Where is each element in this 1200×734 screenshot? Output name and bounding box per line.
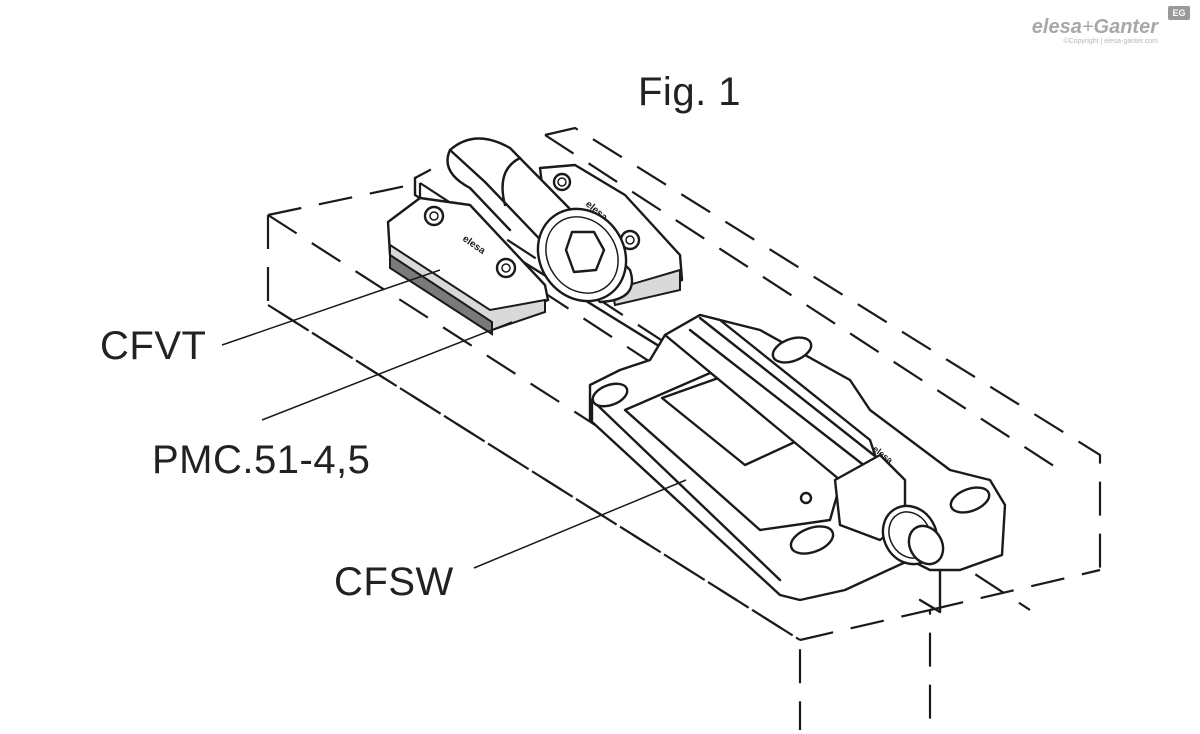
cfsw-hinge: elesa: [588, 313, 1007, 602]
callout-label-cfvt: CFVT: [100, 324, 207, 368]
leader-lines: [221, 269, 687, 569]
leader-pmc: [261, 321, 513, 421]
logo-plus: +: [1081, 16, 1094, 38]
logo-brand: elesa: [1031, 16, 1082, 38]
brand-logo: elesa+Ganter EG ©Copyright | elesa-gante…: [1015, 6, 1190, 46]
cfvt-hinge: elesa elesa: [386, 137, 684, 336]
logo-badge: EG: [1168, 6, 1190, 20]
logo-wordmark: elesa+Ganter: [1032, 16, 1158, 39]
logo-partner: Ganter: [1093, 16, 1158, 38]
figure-title: Fig. 1: [638, 70, 742, 114]
callout-label-cfsw: CFSW: [334, 560, 454, 604]
logo-copyright: ©Copyright | elesa-ganter.com: [1063, 38, 1158, 45]
leader-cfvt: [221, 269, 441, 346]
callout-label-pmc: PMC.51-4,5: [152, 438, 371, 482]
leader-cfsw: [473, 479, 687, 569]
